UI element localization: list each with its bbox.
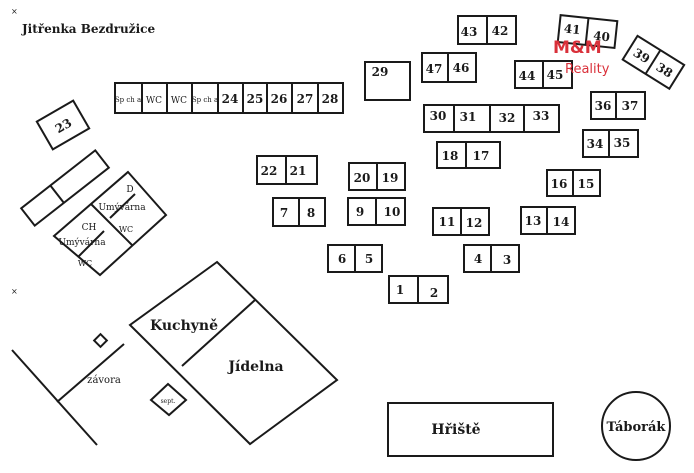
- septic-label: sept.: [161, 398, 176, 405]
- cabin-36: 36: [595, 99, 612, 113]
- cabin-30: 30: [430, 109, 447, 123]
- cabin-row-30-33: [423, 104, 560, 133]
- cabin-41: 41: [563, 22, 581, 38]
- wc-label-1: WC: [146, 96, 162, 106]
- cabin-9: 9: [356, 205, 364, 219]
- cabin-6: 6: [338, 252, 346, 266]
- cabin-34: 34: [587, 137, 604, 151]
- cabin-pair-36-37: [590, 91, 646, 120]
- shower-label-2: Sp ch a: [192, 96, 218, 104]
- cabin-2: 2: [430, 286, 438, 300]
- cabin-21: 21: [290, 164, 307, 178]
- mm-reality-logo: M&M Reality: [553, 38, 610, 77]
- cabin-28: 28: [322, 92, 339, 106]
- cabin-1: 1: [396, 283, 404, 297]
- cabin-pair-34-35: [582, 129, 639, 158]
- cabin-row-24-28: Sp ch a WC WC Sp ch a 24 25 26 27 28: [114, 82, 344, 114]
- wc-label-2: WC: [171, 96, 187, 106]
- dining-label: Jídelna: [226, 359, 283, 375]
- cabin-10: 10: [384, 205, 401, 219]
- barrier-post: [92, 332, 109, 349]
- logo-reality: Reality: [565, 62, 610, 77]
- cabin-20: 20: [354, 171, 371, 185]
- cabin-7: 7: [280, 206, 288, 220]
- cabin-pair-18-17: [436, 141, 501, 169]
- cabin-42: 42: [492, 24, 509, 38]
- cabin-13: 13: [525, 214, 542, 228]
- cabin-32: 32: [499, 111, 516, 125]
- cabin-11: 11: [439, 215, 456, 229]
- map-title: Jitřenka Bezdružice: [21, 22, 155, 36]
- cabin-37: 37: [622, 99, 639, 113]
- shower-label-1: Sp ch a: [115, 96, 141, 104]
- washroom-label-d: D: [126, 185, 133, 195]
- cabin-35: 35: [614, 136, 631, 150]
- cabin-33: 33: [533, 109, 550, 123]
- cabin-15: 15: [578, 177, 595, 191]
- cabin-29: 29: [372, 65, 389, 79]
- cabin-12: 12: [466, 216, 483, 230]
- logo-mm: M&M: [553, 38, 602, 58]
- cabin-4: 4: [474, 252, 482, 266]
- cabin-47: 47: [426, 62, 443, 76]
- corner-mark-top: ×: [11, 7, 18, 16]
- campfire-label: Táborák: [607, 420, 667, 435]
- cabin-25: 25: [247, 92, 264, 106]
- row-outline: [114, 82, 344, 114]
- playground: [387, 402, 554, 457]
- cabin-24: 24: [222, 92, 239, 106]
- cabin-43: 43: [461, 25, 478, 39]
- washroom-label-umyvarna-2: Umývárna: [58, 237, 106, 248]
- cabin-19: 19: [382, 171, 399, 185]
- campfire: [601, 391, 671, 461]
- cabin-18: 18: [442, 149, 459, 163]
- kitchen-label: Kuchyně: [150, 318, 218, 334]
- cabin-5: 5: [365, 252, 373, 266]
- cabin-26: 26: [271, 92, 288, 106]
- cabin-14: 14: [553, 215, 570, 229]
- septic-tank: sept.: [149, 382, 188, 417]
- washroom-block: D Umývárna WC CH Umývárna WC: [52, 170, 168, 277]
- cabin-17: 17: [473, 149, 490, 163]
- cabin-44: 44: [519, 69, 536, 83]
- cabin-pair-39-38: 39 38: [621, 34, 686, 91]
- cabin-8: 8: [307, 206, 315, 220]
- cabin-46: 46: [453, 61, 470, 75]
- playground-label: Hřiště: [431, 422, 480, 438]
- dining-hall: Kuchyně Jídelna: [128, 260, 339, 446]
- cabin-23-building: 23: [35, 99, 91, 151]
- cabin-22: 22: [261, 164, 278, 178]
- cabin-16: 16: [551, 177, 568, 191]
- washroom-label-umyvarna-1: Umývárna: [98, 202, 146, 213]
- barrier-area: závora: [11, 332, 125, 446]
- barrier-label: závora: [87, 375, 121, 386]
- corner-mark-left: ×: [11, 287, 18, 296]
- washroom-label-ch: CH: [82, 223, 97, 233]
- washroom-label-wc-2: WC: [78, 259, 92, 268]
- cabin-31: 31: [460, 110, 477, 124]
- washroom-label-wc-1: WC: [119, 225, 133, 234]
- cabin-27: 27: [297, 92, 314, 106]
- cabin-3: 3: [503, 253, 511, 267]
- cabin-40: 40: [593, 29, 611, 45]
- cabin-pair-41-40: 41 40: [556, 14, 619, 50]
- cabin-45: 45: [547, 68, 564, 82]
- cabin-29-building: [364, 61, 411, 101]
- unnumbered-building: [19, 148, 111, 228]
